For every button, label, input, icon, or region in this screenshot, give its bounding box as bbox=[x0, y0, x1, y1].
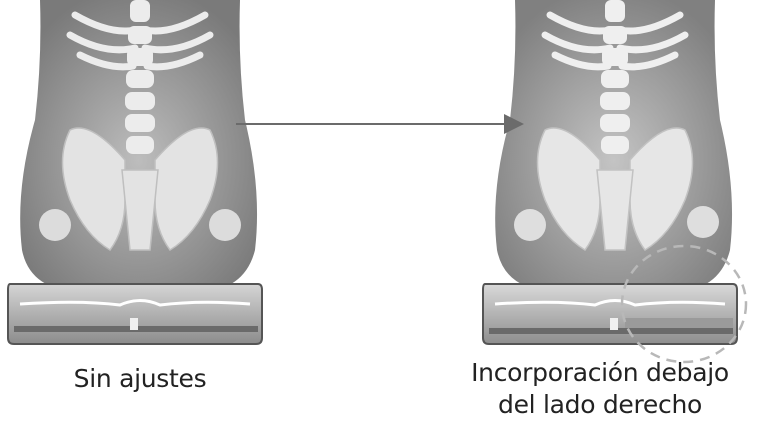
cushion bbox=[483, 284, 737, 344]
pelvis-cushion-illustration bbox=[0, 0, 280, 345]
cushion bbox=[8, 284, 262, 344]
caption-right-side-insert: Incorporación debajo del lado derecho bbox=[440, 357, 759, 421]
figure-without-adjustment bbox=[0, 0, 280, 345]
right-side-insert bbox=[625, 318, 733, 328]
caption-line-1: Incorporación debajo bbox=[440, 357, 759, 389]
figure-with-right-side-insert bbox=[475, 0, 755, 345]
pelvis-cushion-illustration-adjusted bbox=[475, 0, 755, 345]
caption-line-2: del lado derecho bbox=[440, 389, 759, 421]
caption-no-adjustment: Sin ajustes bbox=[40, 363, 240, 395]
